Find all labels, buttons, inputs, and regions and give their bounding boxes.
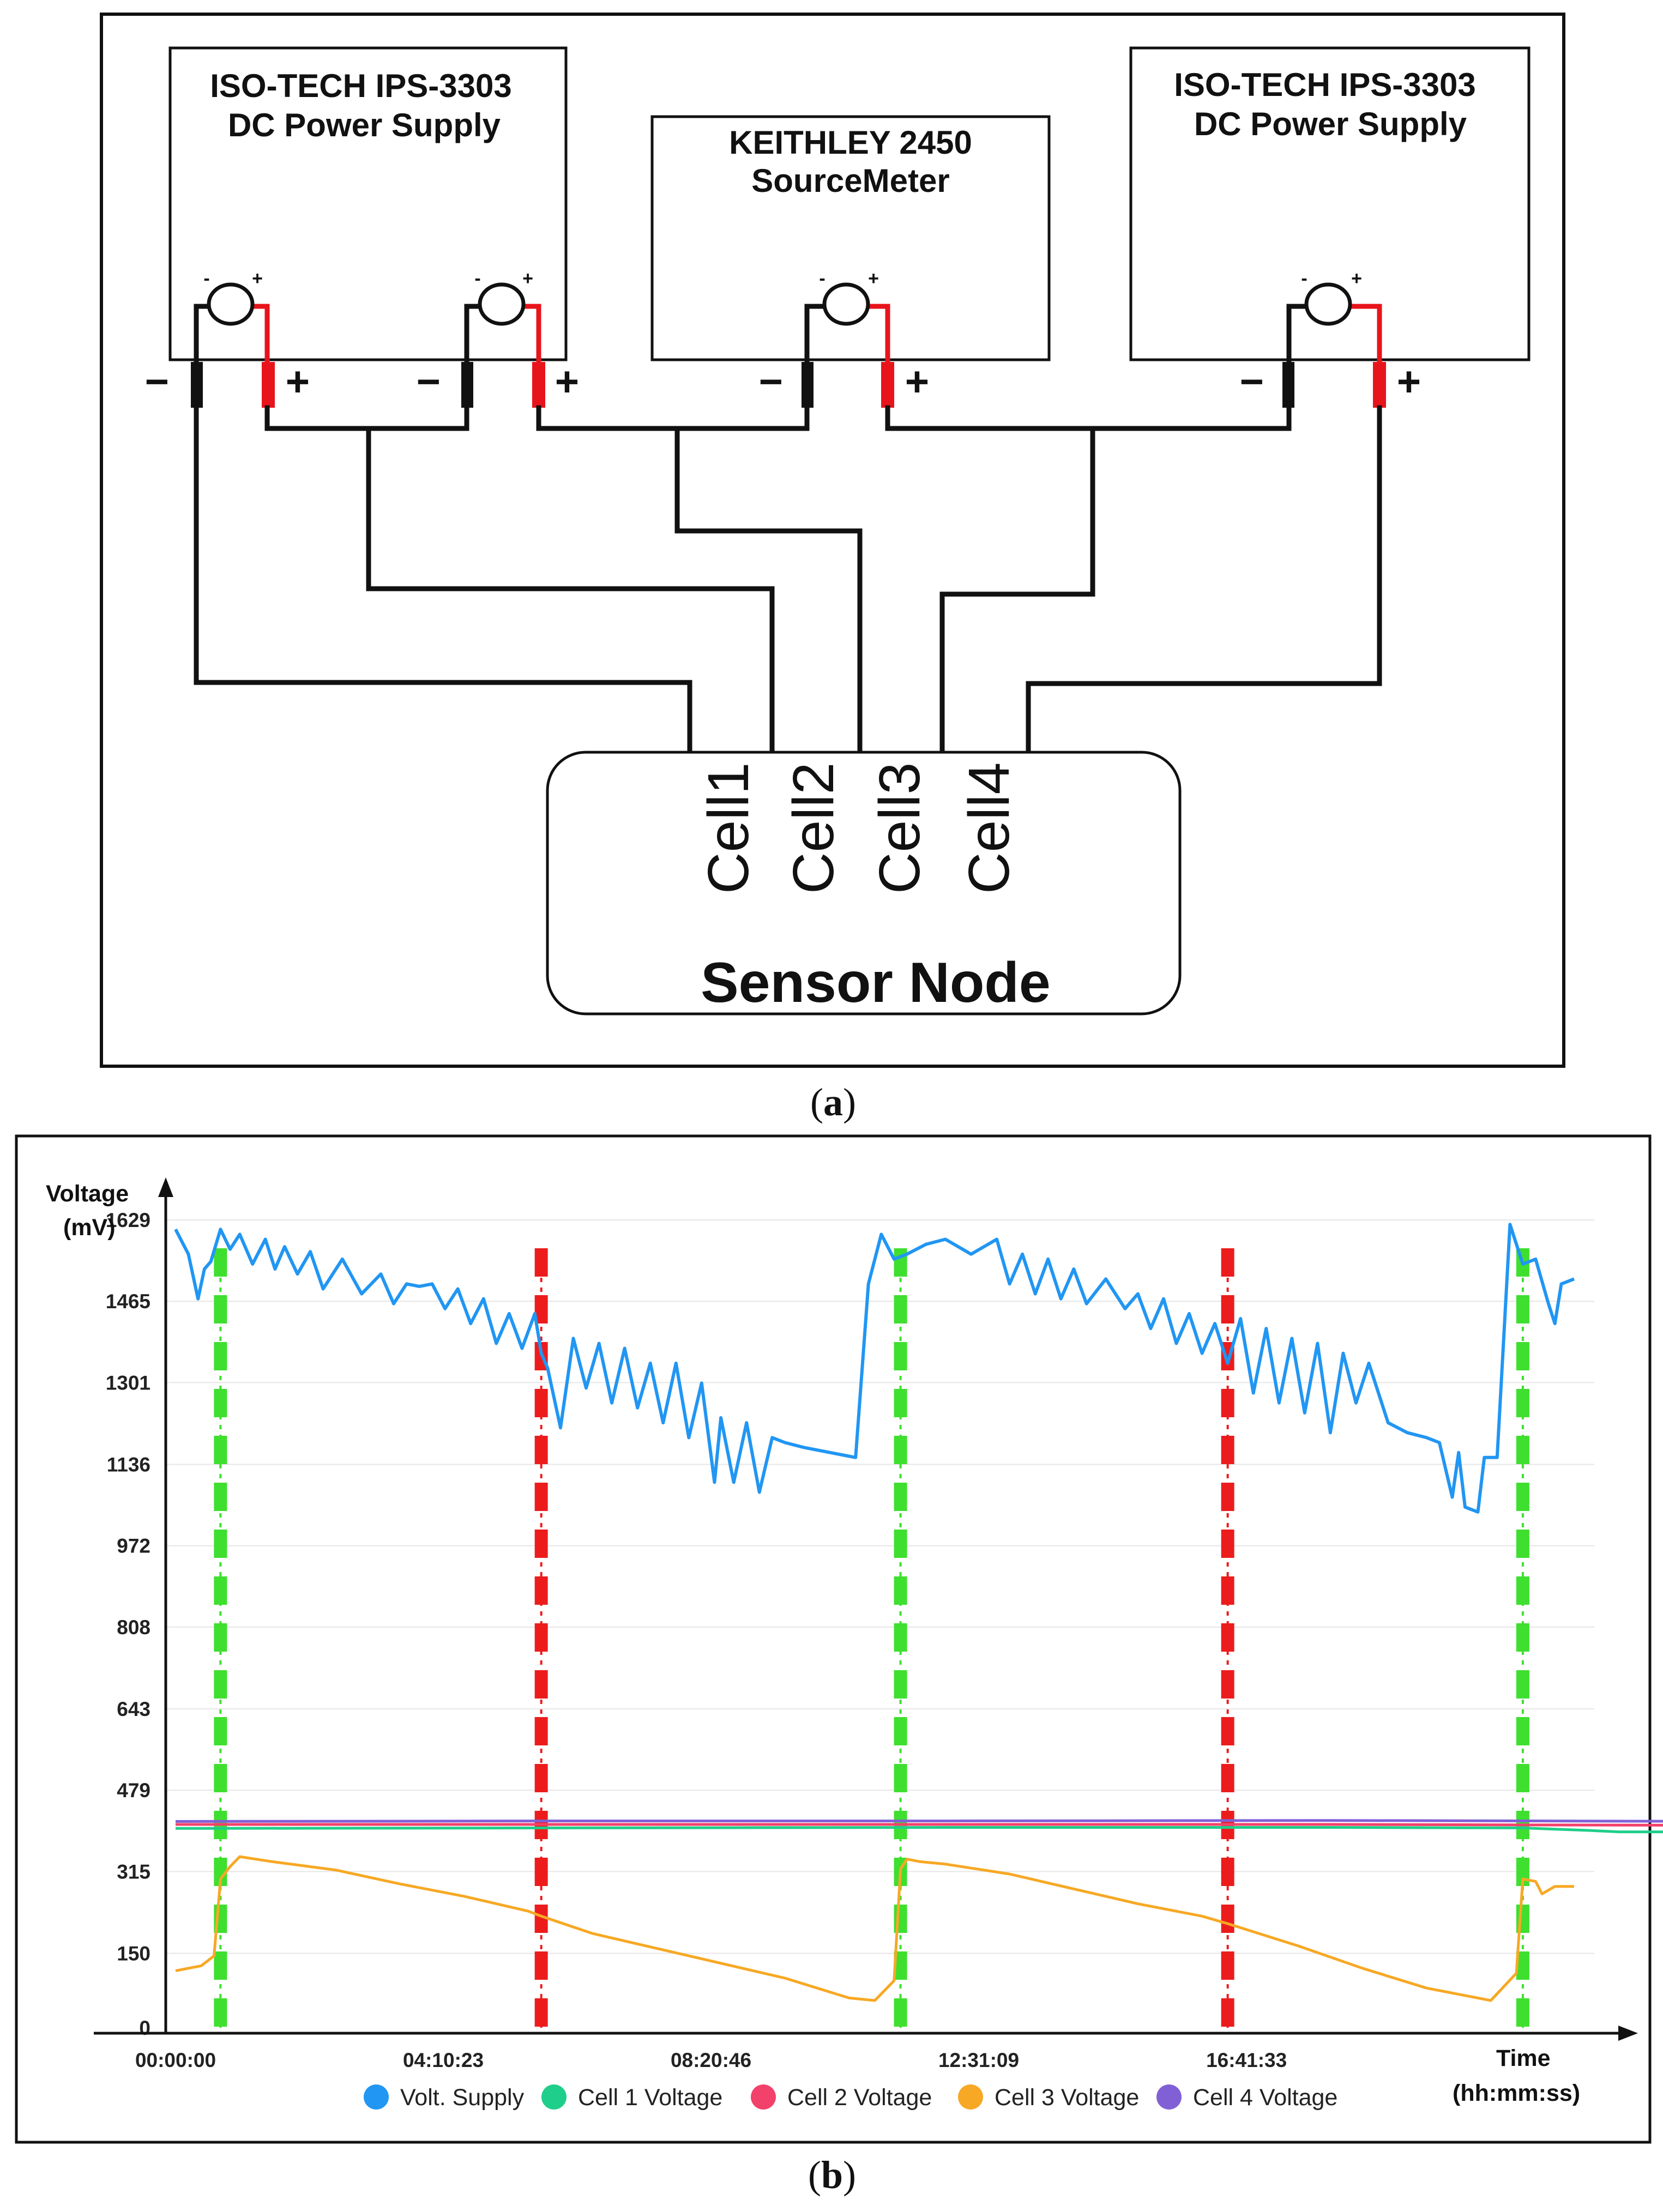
- sensor-node-box: [546, 751, 1182, 1016]
- svg-text:−: −: [1240, 359, 1264, 405]
- svg-text:+: +: [252, 268, 263, 289]
- axes: [94, 1177, 1638, 2041]
- svg-text:+: +: [868, 268, 879, 289]
- voltage-source-3: - +: [804, 268, 890, 384]
- caption-a: (a): [810, 1080, 856, 1124]
- series-line-0: [174, 1223, 1575, 1514]
- legend-label-3: Cell 3 Voltage: [995, 2084, 1139, 2111]
- sourcemeter-title: KEITHLEY 2450: [729, 124, 972, 161]
- y-tick-10: 1629: [106, 1209, 150, 1231]
- terminal-posts: [191, 362, 1386, 408]
- terminal-labels: − + − + − + − +: [145, 359, 1421, 405]
- x-tick-3: 12:31:09: [938, 2049, 1019, 2071]
- y-tick-4: 643: [117, 1698, 150, 1720]
- svg-text:-: -: [203, 268, 209, 289]
- legend-label-0: Volt. Supply: [400, 2084, 525, 2111]
- x-axis-label-line2: (hh:mm:ss): [1453, 2080, 1580, 2106]
- svg-text:−: −: [145, 359, 169, 405]
- cell-3-label: Cell3: [867, 762, 932, 894]
- svg-text:+: +: [522, 268, 533, 289]
- svg-text:-: -: [819, 268, 825, 289]
- y-tick-7: 1136: [107, 1454, 150, 1476]
- x-tick-2: 08:20:46: [671, 2049, 751, 2071]
- series-line-3: [175, 1855, 1574, 2002]
- y-tick-3: 479: [117, 1779, 150, 1802]
- svg-text:−: −: [759, 359, 783, 405]
- y-tick-2: 315: [117, 1860, 150, 1883]
- x-tick-0: 00:00:00: [135, 2049, 216, 2071]
- panel-a: ISO-TECH IPS-3303 DC Power Supply KEITHL…: [100, 13, 1565, 1068]
- y-tick-labels: 0 150 315 479 643 808 972 1136 1301 1465 1629: [106, 1209, 150, 2039]
- svg-text:+: +: [905, 359, 929, 405]
- wiring: [194, 405, 1382, 755]
- x-tick-labels: 00:00:00 04:10:23 08:20:46 12:31:09 16:41:33: [135, 2049, 1287, 2071]
- power-supply-right-subtitle: DC Power Supply: [1194, 106, 1467, 142]
- legend-swatch-2: [751, 2084, 776, 2110]
- power-supply-right-title: ISO-TECH IPS-3303: [1174, 67, 1476, 103]
- x-axis-label-line1: Time: [1496, 2045, 1551, 2071]
- series-line-4: [175, 1819, 1663, 1823]
- sourcemeter-subtitle: SourceMeter: [751, 162, 949, 199]
- x-tick-1: 04:10:23: [403, 2049, 484, 2071]
- svg-text:+: +: [1397, 359, 1421, 405]
- legend-swatch-4: [1156, 2084, 1182, 2110]
- y-tick-5: 808: [117, 1616, 150, 1639]
- legend-swatch-0: [364, 2084, 389, 2110]
- legend-label-2: Cell 2 Voltage: [787, 2084, 932, 2111]
- grid-lines: [166, 1219, 1594, 1954]
- sensor-node-label: Sensor Node: [701, 951, 1050, 1014]
- voltage-source-2: - +: [464, 268, 541, 384]
- series-line-2: [176, 1823, 1663, 1827]
- sourcemeter-box: [650, 115, 1051, 361]
- series-lines: [174, 1223, 1663, 2002]
- legend: Volt. Supply Cell 1 Voltage Cell 2 Voltage…: [364, 2084, 1337, 2111]
- cell-2-label: Cell2: [781, 762, 846, 894]
- cell-4-label: Cell4: [957, 762, 1021, 894]
- panel-b-frame: [15, 1134, 1652, 2144]
- svg-text:-: -: [474, 268, 480, 289]
- caption-b: (b): [808, 2153, 856, 2197]
- power-supply-left-subtitle: DC Power Supply: [228, 107, 501, 143]
- legend-label-4: Cell 4 Voltage: [1193, 2084, 1337, 2111]
- panel-b: 0 150 315 479 643 808 972 1136 1301 1465 1629 00:0…: [15, 1134, 1663, 2144]
- voltage-source-4: - +: [1286, 268, 1382, 384]
- svg-text:+: +: [1351, 268, 1362, 289]
- svg-text:+: +: [555, 359, 579, 405]
- legend-swatch-3: [958, 2084, 983, 2110]
- svg-text:−: −: [417, 359, 441, 405]
- voltage-source-1: - +: [194, 268, 270, 384]
- legend-swatch-1: [541, 2084, 567, 2110]
- y-axis-label-line2: (mV): [63, 1214, 116, 1241]
- cell-1-label: Cell1: [696, 762, 761, 894]
- x-tick-4: 16:41:33: [1206, 2049, 1287, 2071]
- svg-text:-: -: [1301, 268, 1307, 289]
- event-markers: [214, 1248, 1529, 2031]
- y-axis-label-line1: Voltage: [46, 1181, 129, 1207]
- svg-text:+: +: [286, 359, 310, 405]
- y-tick-9: 1465: [106, 1290, 150, 1313]
- y-tick-1: 150: [117, 1943, 150, 1965]
- y-tick-6: 972: [117, 1535, 150, 1557]
- series-line-1: [175, 1826, 1663, 1834]
- power-supply-left-title: ISO-TECH IPS-3303: [210, 68, 512, 104]
- y-tick-0: 0: [139, 2017, 150, 2039]
- legend-label-1: Cell 1 Voltage: [578, 2084, 722, 2111]
- y-tick-8: 1301: [106, 1371, 150, 1394]
